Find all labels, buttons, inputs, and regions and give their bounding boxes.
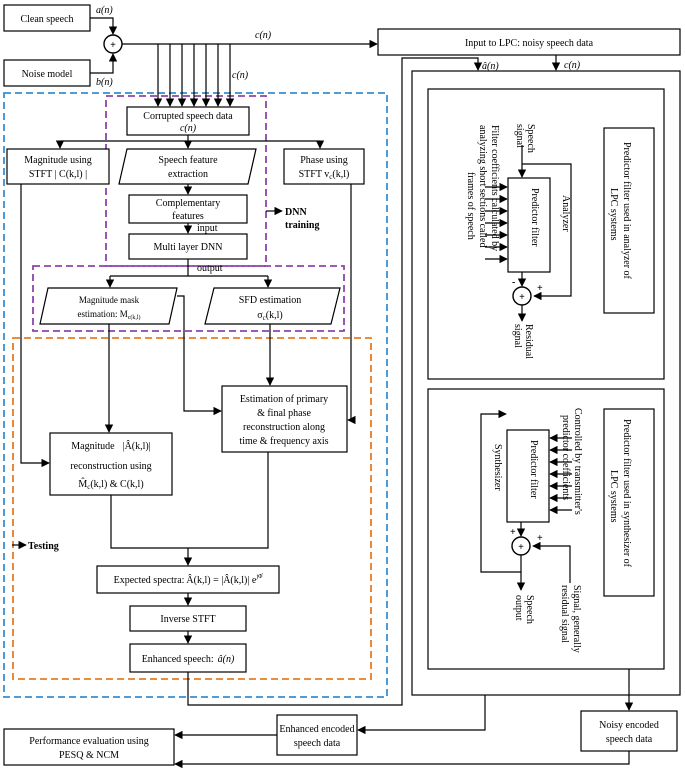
b-n-label: b(n) [96, 77, 113, 88]
magnitude-recon-label3: M̂c(k,l) & C(k,l) [78, 477, 143, 491]
synthesizer-desc-label1: Predictor filter used in synthesizer of [621, 419, 632, 568]
speech-output-label1: Speech [524, 595, 535, 624]
speech-feature-label2: extraction [168, 169, 208, 180]
clean-speech-label: Clean speech [20, 14, 73, 25]
magnitude-stft-box [6, 148, 110, 185]
synthesizer-predictor-filter [506, 429, 550, 523]
synthesizer-plus-right: + [537, 533, 543, 544]
expected-spectra-box [96, 565, 280, 594]
magnitude-recon-label2: reconstruction using [70, 461, 151, 472]
phase-recon-label3: reconstruction along [243, 422, 325, 433]
phase-recon-label1: Estimation of primary [240, 394, 328, 405]
analyzer-sum-plus: + [519, 292, 525, 303]
blue-dashed-region [3, 92, 388, 698]
corrupted-speech-label: Corrupted speech data [143, 111, 233, 122]
corrupted-speech-symbol: c(n) [180, 123, 197, 134]
controlled-label1: Controlled by transmitter's [572, 408, 583, 515]
synthesizer-desc-box [603, 408, 655, 597]
enhanced-encoded-label1: Enhanced encoded [279, 724, 354, 735]
signal-residual-label1: Signal, generally [571, 585, 582, 653]
a-hat-n-label: â(n) [482, 61, 499, 72]
analyzer-desc-label2: LPC systems [608, 188, 619, 241]
filter-coeff-label1: Filter coefficients calculated by [489, 125, 500, 251]
sum-plus: + [110, 40, 116, 51]
noise-model-label: Noise model [22, 69, 73, 80]
noisy-encoded-label1: Noisy encoded [599, 720, 659, 731]
speech-feature-label1: Speech feature [158, 155, 218, 166]
magnitude-mask-label1: Magnitude mask [79, 295, 140, 305]
signal-residual-label2: residual signal [559, 585, 570, 643]
magnitude-mask-box [39, 287, 178, 325]
analyzer-label: Analyzer [560, 195, 571, 232]
filter-coeff-label2: analyzing short sections called [477, 125, 488, 247]
enhanced-speech-label: Enhanced speech:â(n) [142, 654, 235, 665]
magnitude-stft-formula: STFT | C(k,l) | [29, 169, 87, 180]
residual-signal-label2: signal [512, 324, 523, 348]
speech-feature-extraction-box [118, 148, 257, 185]
synthesizer-plus-top: + [510, 527, 516, 538]
synthesizer-predictor-label: Predictor filter [528, 440, 539, 499]
performance-label1: Performance evaluation using [29, 736, 148, 747]
synthesizer-label: Synthesizer [492, 444, 503, 491]
enhanced-speech-box [129, 643, 247, 673]
analyzer-desc-box [603, 127, 655, 314]
magnitude-reconstruction-box [49, 432, 173, 496]
phase-reconstruction-box [221, 385, 348, 453]
filter-coeff-label3: frames of speech [465, 172, 476, 240]
corrupted-speech-box [126, 106, 250, 136]
magnitude-recon-label1: Magnitude|Â(k,l)| [71, 440, 151, 452]
expected-spectra-label: Expected spectra:Â(k,l) = |Â(k,l)| ejΦ̂ [114, 574, 264, 586]
enhanced-encoded-label2: speech data [294, 738, 341, 749]
speech-output-label2: output [513, 595, 524, 621]
residual-signal-label1: Residual [523, 324, 534, 359]
c-n-branch-label: c(n) [232, 70, 249, 81]
analyzer-plus-right: + [537, 283, 543, 294]
analyzer-predictor-filter [507, 177, 551, 273]
enhanced-encoded-box [276, 714, 358, 756]
performance-label2: PESQ & NCM [59, 750, 119, 761]
lpc-input-box [377, 28, 681, 56]
speech-signal-label1: Speech [525, 124, 536, 153]
phase-stft-label: Phase using [300, 155, 348, 166]
analyzer-predictor-label: Predictor filter [529, 188, 540, 247]
controlled-label2: predictor coefficients [560, 415, 571, 500]
sfd-estimation-label2: σc(k,l) [257, 310, 282, 322]
orange-dashed-region [12, 337, 372, 680]
magnitude-mask-label2: estimation: Mc(k,l) [77, 309, 140, 321]
dnn-training-label2: training [285, 220, 319, 231]
complementary-label2: features [172, 211, 204, 222]
magnitude-stft-label: Magnitude using [24, 155, 92, 166]
noisy-encoded-box [580, 710, 678, 752]
a-n-label: a(n) [96, 5, 113, 16]
phase-recon-label4: time & frequency axis [239, 436, 328, 447]
phase-stft-box [283, 148, 365, 185]
sfd-estimation-label1: SFD estimation [239, 295, 302, 306]
dnn-training-label1: DNN [285, 207, 307, 218]
phase-stft-formula: STFT vc(k,l) [299, 169, 350, 181]
synthesizer-desc-label2: LPC systems [608, 470, 619, 523]
output-label: output [197, 263, 223, 274]
c-n-lpc-label: c(n) [564, 60, 581, 71]
sfd-estimation-box [204, 287, 341, 325]
phase-recon-label2: & final phase [257, 408, 311, 419]
multi-layer-dnn-label: Multi layer DNN [154, 242, 223, 253]
analyzer-desc-label1: Predictor filter used in analyzer of [621, 142, 632, 280]
speech-signal-label2: signal [514, 124, 525, 148]
input-label: input [197, 223, 218, 234]
analyzer-minus: - [512, 277, 515, 288]
complementary-label1: Complementary [156, 198, 220, 209]
lpc-input-label: Input to LPC: noisy speech data [465, 38, 594, 49]
inverse-stft-label: Inverse STFT [160, 614, 215, 625]
c-n-top-label: c(n) [255, 30, 272, 41]
performance-evaluation-box [3, 728, 175, 766]
synthesizer-sum-plus: + [518, 542, 524, 553]
noisy-encoded-label2: speech data [606, 734, 653, 745]
testing-label: Testing [28, 541, 59, 552]
inverse-stft-box [129, 605, 247, 632]
